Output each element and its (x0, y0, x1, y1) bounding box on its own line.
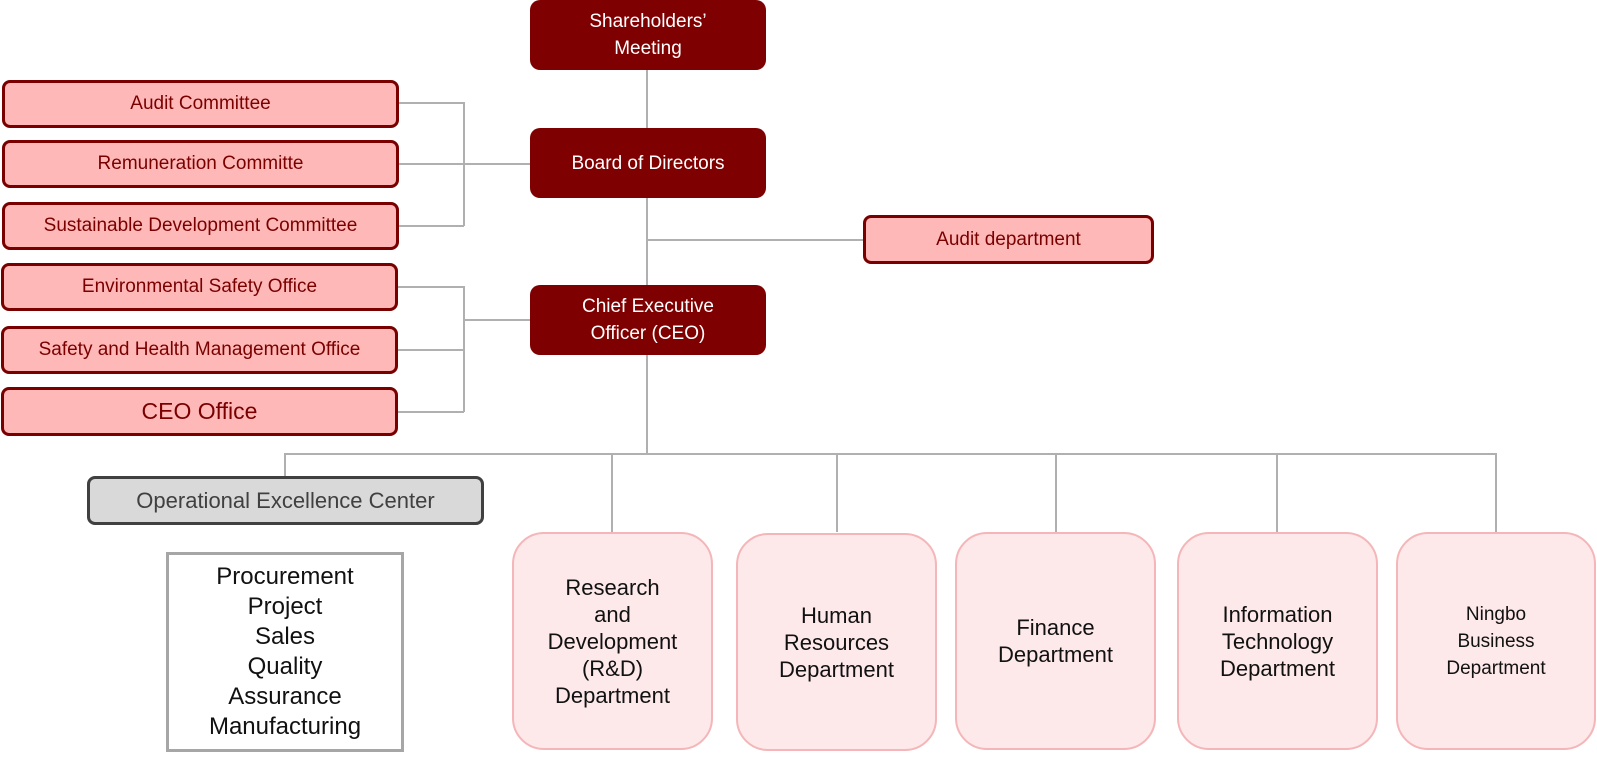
ceo-office-label: CEO Office (141, 398, 258, 424)
shareholders-meeting-node[interactable]: Shareholders’ Meeting (530, 0, 766, 70)
remuneration-committee-node[interactable]: Remuneration Committe (2, 140, 399, 188)
audit-committee-node[interactable]: Audit Committee (2, 80, 399, 128)
connector-committee-3 (399, 225, 464, 227)
operational-excellence-center-label: Operational Excellence Center (136, 487, 435, 513)
board-of-directors-node[interactable]: Board of Directors (530, 128, 766, 198)
finance-department-node[interactable]: Finance Department (955, 532, 1156, 750)
rd-department-label: Research and Development (R&D) Departmen… (547, 574, 678, 708)
connector-dept-1 (611, 453, 613, 532)
ceo-label: Chief Executive Officer (CEO) (581, 296, 714, 344)
connector-offices-bracket (463, 286, 465, 412)
environmental-safety-office-node[interactable]: Environmental Safety Office (1, 263, 398, 311)
ningbo-business-department-node[interactable]: Ningbo Business Department (1396, 532, 1596, 750)
connector-committee-2 (399, 163, 464, 165)
connector-audit-dept (646, 239, 863, 241)
connector-departments-bus (285, 453, 1497, 455)
connector-shareholders-board (646, 70, 648, 128)
connector-committees-bracket (463, 102, 465, 226)
hr-department-label: Human Resources Department (779, 602, 894, 682)
connector-dept-2 (836, 453, 838, 532)
hr-department-node[interactable]: Human Resources Department (736, 533, 937, 751)
oec-function-item: Procurement (216, 563, 354, 590)
connector-office-2 (398, 349, 464, 351)
audit-department-label: Audit department (936, 228, 1081, 250)
oec-function-item: Project (247, 593, 323, 620)
oec-function-item: Assurance (228, 683, 342, 710)
connector-board-committees-h (464, 163, 530, 165)
connector-ceo-offices-h (464, 319, 530, 321)
connector-dept-4 (1276, 453, 1278, 532)
safety-health-management-office-label: Safety and Health Management Office (38, 339, 361, 360)
it-department-node[interactable]: Information Technology Department (1177, 532, 1378, 750)
rd-department-node[interactable]: Research and Development (R&D) Departmen… (512, 532, 713, 750)
connector-office-3 (398, 411, 464, 413)
ceo-office-node[interactable]: CEO Office (1, 387, 398, 436)
ningbo-business-department-label: Ningbo Business Department (1446, 603, 1546, 679)
sustainable-development-committee-label: Sustainable Development Committee (43, 215, 358, 236)
shareholders-meeting-label: Shareholders’ Meeting (589, 11, 707, 59)
connector-office-1 (398, 286, 464, 288)
oec-function-item: Manufacturing (208, 713, 362, 740)
connector-dept-3 (1055, 453, 1057, 532)
operational-excellence-center-node[interactable]: Operational Excellence Center (87, 476, 484, 525)
connector-board-ceo (646, 198, 648, 285)
oec-function-item: Sales (254, 623, 316, 650)
connector-ceo-trunk (646, 355, 648, 455)
board-of-directors-label: Board of Directors (571, 152, 725, 174)
oec-function-item: Quality (247, 653, 323, 680)
connector-committee-1 (399, 102, 464, 104)
ceo-node[interactable]: Chief Executive Officer (CEO) (530, 285, 766, 355)
oec-functions-list: Procurement Project Sales Quality Assura… (166, 552, 404, 752)
audit-department-node[interactable]: Audit department (863, 215, 1154, 264)
audit-committee-label: Audit Committee (130, 93, 271, 114)
sustainable-development-committee-node[interactable]: Sustainable Development Committee (2, 202, 399, 250)
remuneration-committee-label: Remuneration Committe (97, 153, 304, 174)
finance-department-label: Finance Department (998, 615, 1113, 667)
environmental-safety-office-label: Environmental Safety Office (81, 276, 318, 297)
connector-dept-5 (1495, 453, 1497, 532)
connector-oec (284, 453, 286, 477)
safety-health-management-office-node[interactable]: Safety and Health Management Office (1, 326, 398, 374)
it-department-label: Information Technology Department (1220, 601, 1335, 681)
